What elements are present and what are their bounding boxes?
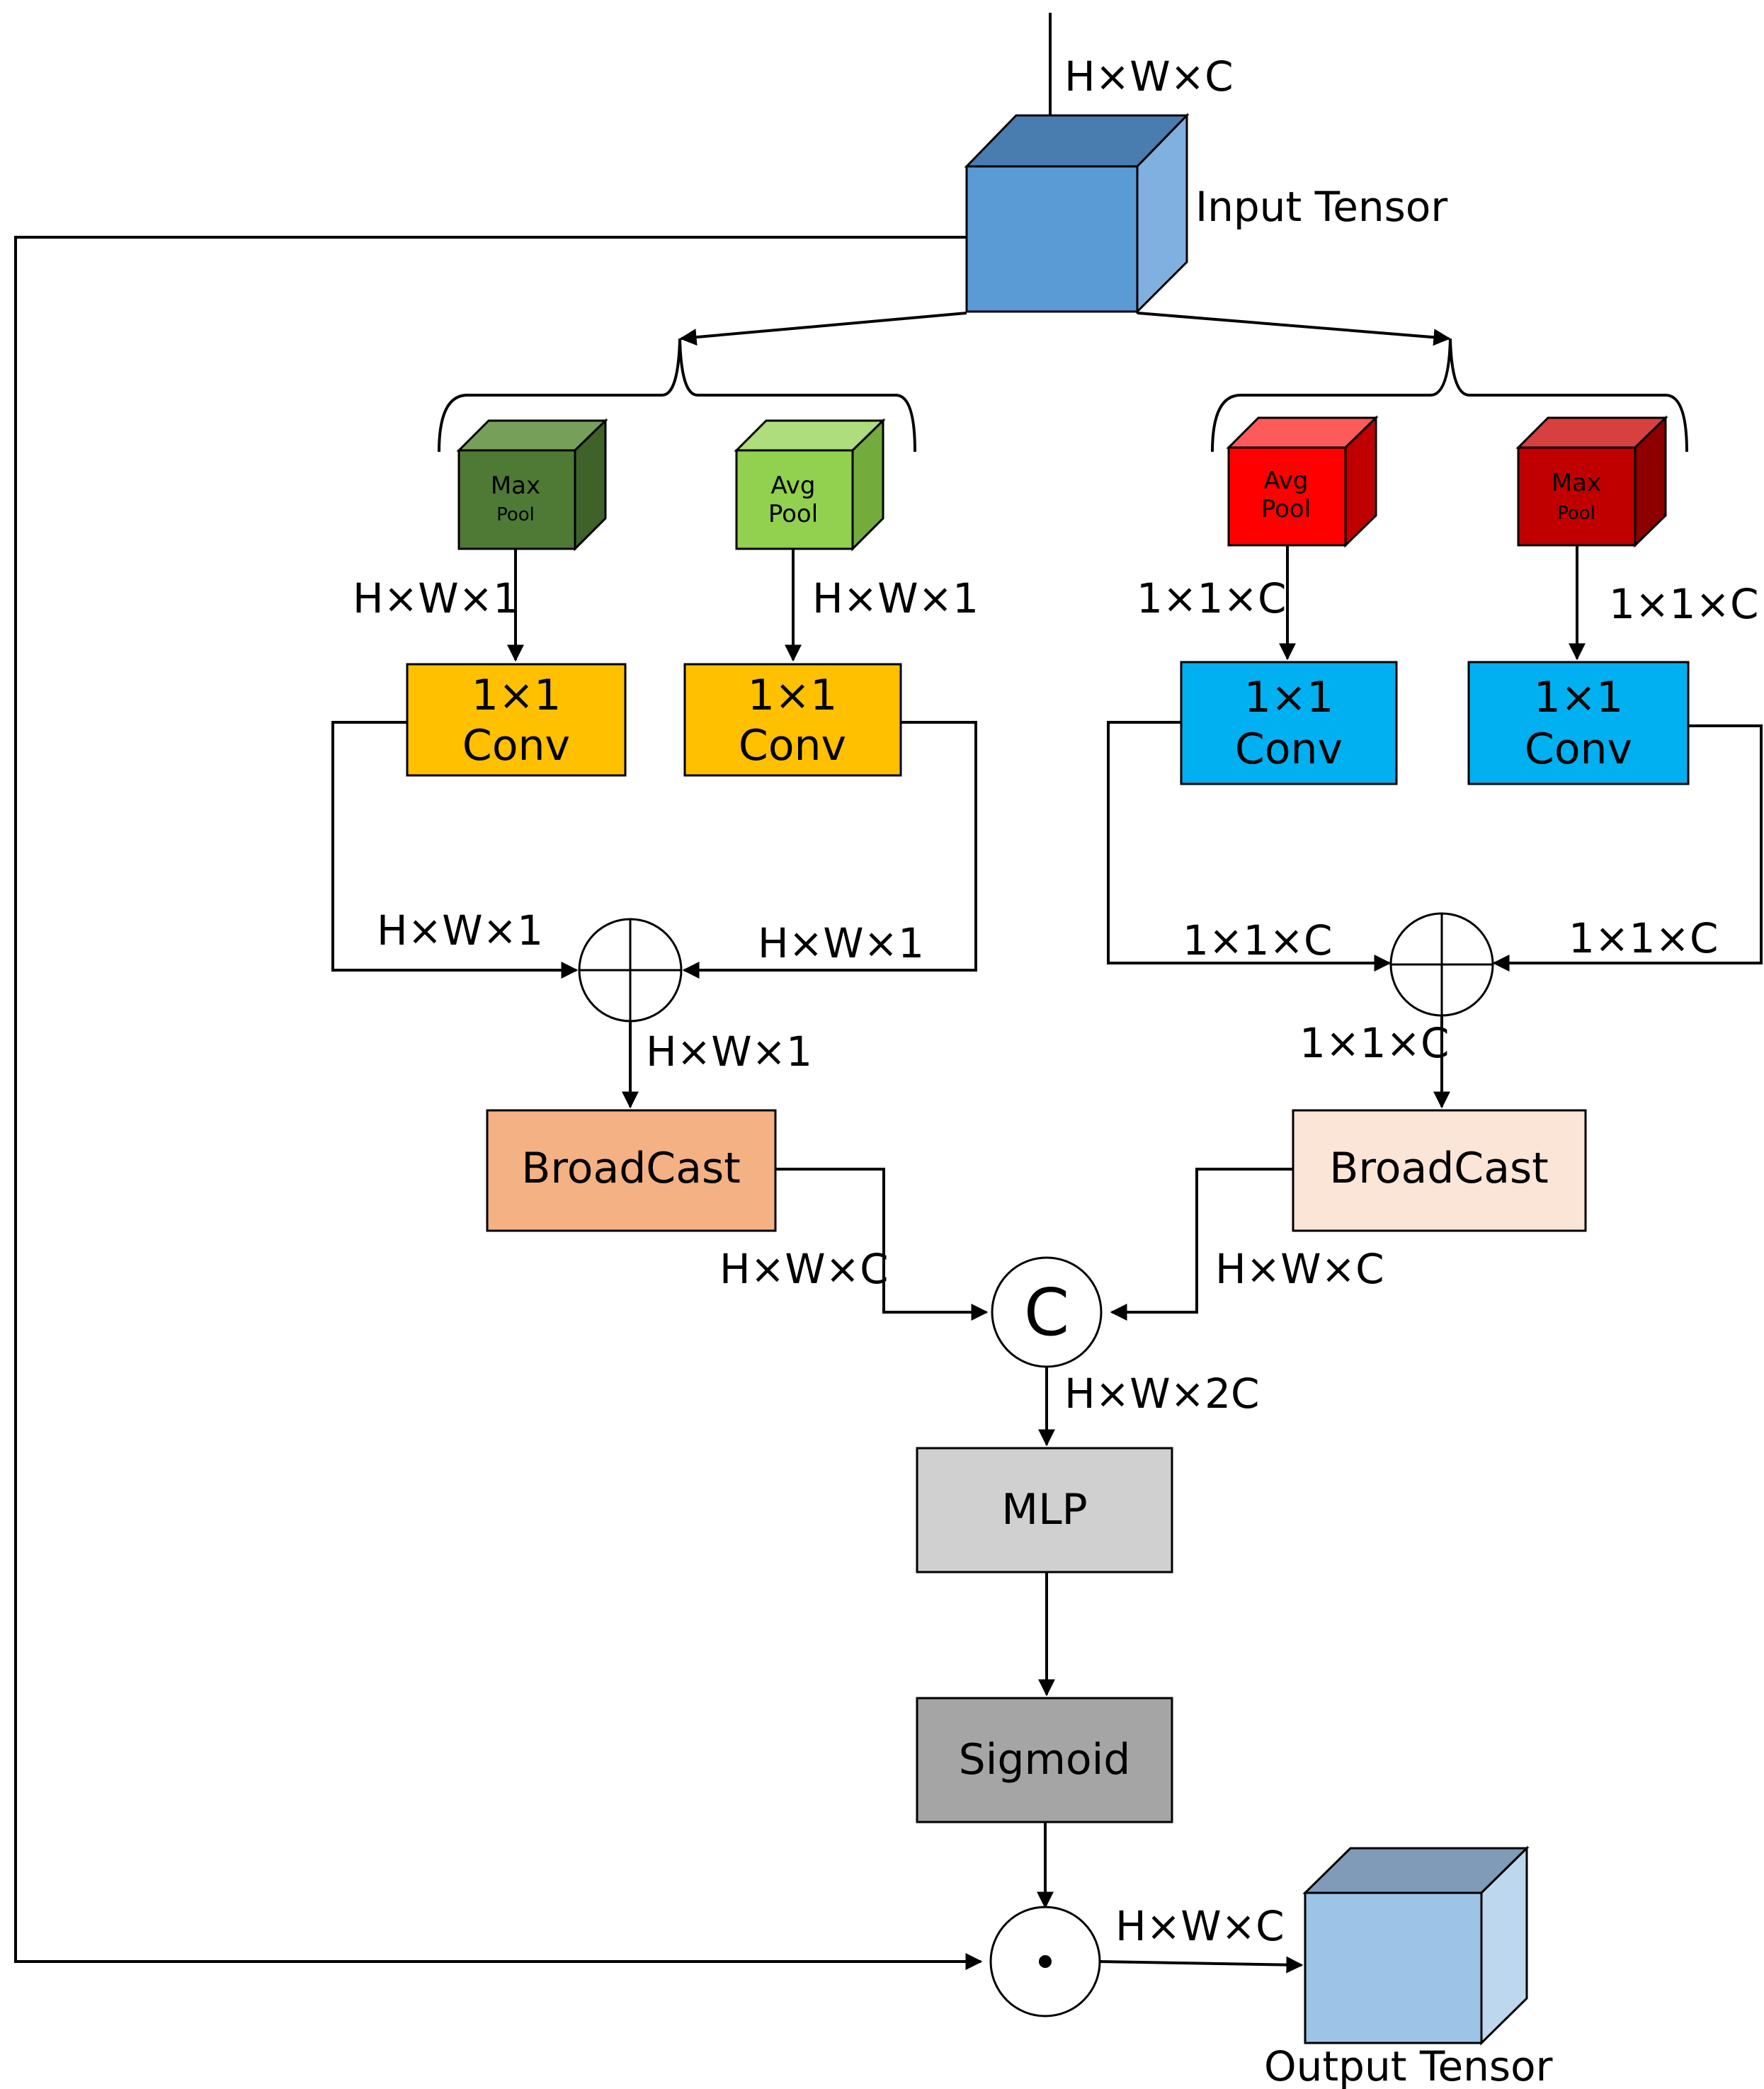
channel-avg-out-label: 1×1×C (1137, 574, 1287, 622)
input-cube-front (965, 165, 1139, 313)
spatial-avg-pool-front (735, 449, 854, 550)
channel-max-out-label: 1×1×C (1609, 580, 1759, 628)
spatial-avg-pool-cube: Avg Pool (734, 418, 886, 552)
spatial-max-pool-cube: Max Pool (456, 418, 608, 552)
spatial-broadcast-out-label: H×W×C (719, 1245, 889, 1293)
channel-conv-right-line1: 1×1 (1534, 673, 1624, 722)
split-arrow-left (679, 312, 967, 346)
multiply-dot (1039, 1955, 1052, 1968)
spatial-conv-left-line2: Conv (462, 721, 570, 770)
spatial-avg-pool-line1: Avg (771, 472, 816, 500)
spatial-conv-right-line2: Conv (739, 721, 846, 770)
concat-node: C (991, 1256, 1103, 1368)
input-tensor-cube (964, 113, 1190, 314)
spatial-avg-out-label: H×W×1 (812, 574, 979, 622)
mlp-box (916, 1447, 1173, 1573)
output-tensor-title: Output Tensor (1264, 2042, 1553, 2089)
channel-conv-right: 1×1 Conv (1467, 661, 1690, 785)
spatial-conv-left-line1: 1×1 (472, 671, 562, 720)
channel-broadcast-label: BroadCast (1329, 1144, 1549, 1193)
channel-sum-in-left-label: 1×1×C (1183, 916, 1333, 964)
brace-right (1211, 338, 1688, 452)
sigmoid-label: Sigmoid (959, 1735, 1131, 1785)
channel-conv-left-box (1180, 661, 1398, 785)
mlp-label: MLP (1001, 1485, 1087, 1535)
spatial-broadcast-box (486, 1109, 777, 1232)
skip-connection (14, 236, 983, 1970)
spatial-broadcast-label: BroadCast (521, 1144, 741, 1193)
spatial-conv-right-to-sum (682, 721, 977, 979)
spatial-conv-right: 1×1 Conv (683, 663, 902, 777)
spatial-conv-left-box (406, 663, 627, 777)
channel-sum-node (1389, 912, 1494, 1017)
spatial-max-pool-line1: Max (491, 472, 540, 500)
spatial-sum-out-label: H×W×1 (646, 1028, 812, 1076)
concat-out-label: H×W×2C (1064, 1370, 1260, 1418)
channel-broadcast-box (1292, 1109, 1587, 1232)
spatial-sum-in-right-label: H×W×1 (758, 919, 924, 967)
spatial-conv-right-line1: 1×1 (748, 671, 838, 720)
channel-broadcast: BroadCast (1292, 1109, 1587, 1232)
spatial-broadcast: BroadCast (486, 1109, 777, 1232)
channel-sum-in-right-label: 1×1×C (1569, 914, 1719, 962)
channel-avg-pool-cube: Avg Pool (1226, 415, 1379, 548)
output-tensor-cube (1302, 1845, 1530, 2046)
spatial-sum-node (578, 918, 683, 1023)
channel-max-pool-line2: Pool (1557, 503, 1595, 524)
spatial-conv-left: 1×1 Conv (406, 663, 627, 777)
channel-conv-left-line2: Conv (1235, 724, 1343, 774)
channel-broadcast-to-concat (1110, 1168, 1293, 1321)
spatial-conv-right-box (683, 663, 902, 777)
channel-conv-left-to-sum (1107, 721, 1392, 972)
channel-avg-pool-line2: Pool (1261, 495, 1311, 523)
channel-avg-pool-line1: Avg (1264, 467, 1309, 495)
spatial-sum-in-left-label: H×W×1 (377, 906, 543, 955)
multiply-out-label: H×W×C (1115, 1902, 1285, 1950)
channel-avg-pool-front (1227, 446, 1347, 547)
channel-conv-right-line2: Conv (1525, 724, 1632, 774)
spatial-avg-pool-line2: Pool (768, 500, 818, 528)
channel-conv-left: 1×1 Conv (1180, 661, 1398, 785)
channel-conv-right-to-sum (1492, 724, 1763, 972)
input-dim-label: H×W×C (1064, 52, 1234, 101)
channel-max-pool-line1: Max (1552, 469, 1601, 497)
sigmoid-block: Sigmoid (916, 1697, 1173, 1823)
multiply-to-output-arrow (1099, 1956, 1304, 1974)
split-arrow-right (1137, 312, 1451, 346)
channel-sum-out-label: 1×1×C (1299, 1019, 1450, 1067)
channel-conv-right-box (1467, 661, 1690, 785)
channel-max-pool-cube: Max Pool (1515, 415, 1668, 548)
channel-conv-left-line1: 1×1 (1244, 673, 1334, 722)
channel-broadcast-out-label: H×W×C (1215, 1245, 1384, 1293)
multiply-node (989, 1906, 1101, 2017)
spatial-broadcast-to-concat (775, 1168, 989, 1321)
spatial-conv-left-to-sum (331, 721, 579, 979)
spatial-max-pool-front (457, 449, 576, 550)
spatial-max-out-label: H×W×1 (353, 574, 519, 622)
spatial-max-pool-line2: Pool (496, 504, 535, 525)
input-tensor-title: Input Tensor (1195, 183, 1447, 231)
concat-symbol: C (1024, 1275, 1069, 1350)
brace-left (438, 338, 916, 452)
output-cube-front (1304, 1891, 1483, 2044)
channel-max-pool-front (1517, 446, 1637, 547)
mlp-block: MLP (916, 1447, 1173, 1573)
